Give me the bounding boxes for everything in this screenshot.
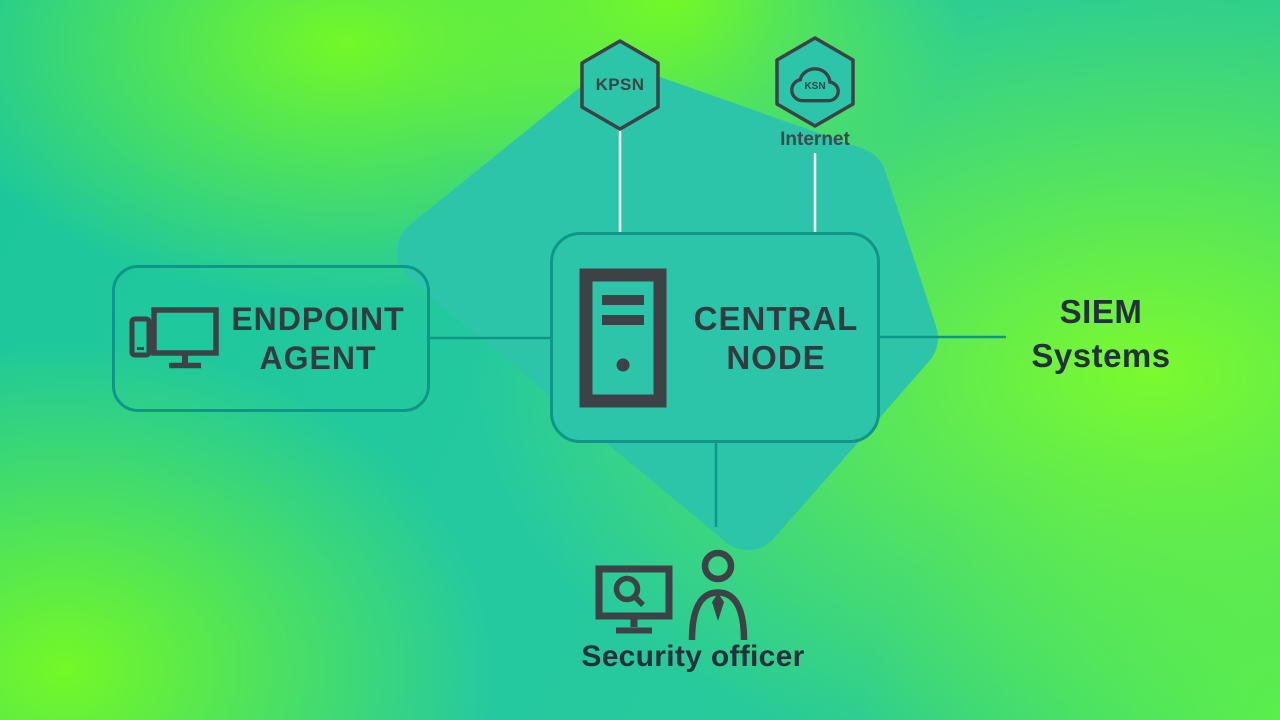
server-icon	[579, 268, 667, 407]
kpsn-label: KPSN	[595, 75, 645, 94]
kpsn-hexagon-icon	[580, 39, 660, 131]
endpoint-agent-label-line1: ENDPOINT	[231, 300, 405, 337]
person-icon	[688, 549, 748, 641]
internet-label: Internet	[780, 129, 850, 150]
ksn-cloud-label: KSN	[804, 81, 826, 92]
endpoint-agent-label: ENDPOINT AGENT	[219, 300, 427, 378]
siem-label: SIEM Systems	[1008, 290, 1194, 378]
siem-label-line2: Systems	[1031, 337, 1171, 374]
central-node-label-line2: NODE	[726, 338, 826, 376]
endpoint-devices-icon	[129, 306, 219, 368]
ksn-hexagon-icon	[775, 36, 855, 128]
central-node-label-line1: CENTRAL	[693, 299, 859, 337]
ksn-cloud-icon	[790, 67, 840, 103]
endpoint-agent-box: ENDPOINT AGENT	[112, 265, 430, 412]
siem-label-line1: SIEM	[1059, 293, 1143, 330]
central-node-label: CENTRAL NODE	[681, 299, 877, 377]
endpoint-agent-label-line2: AGENT	[259, 339, 377, 376]
security-officer-label: Security officer	[581, 640, 805, 673]
monitor-search-icon	[595, 565, 673, 634]
central-node-box: CENTRAL NODE	[550, 232, 880, 443]
